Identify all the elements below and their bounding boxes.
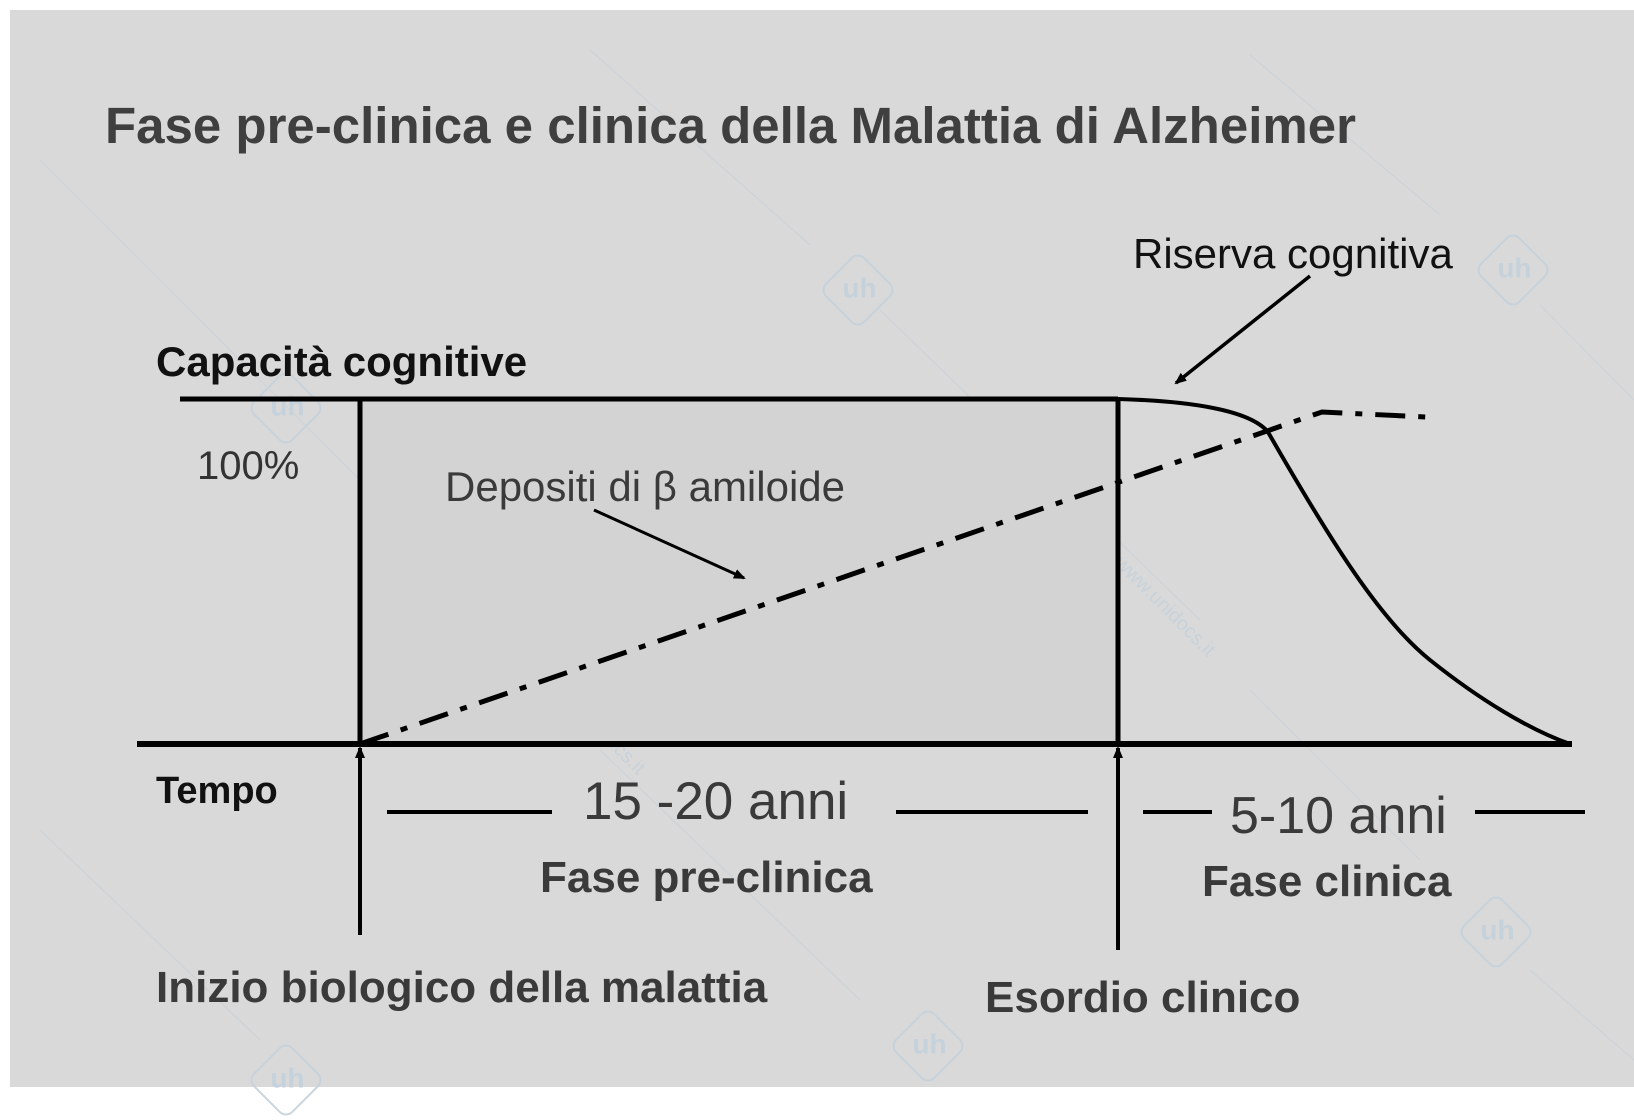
diagram xyxy=(39,49,1634,1061)
cognitive-decline-curve xyxy=(1117,397,1571,746)
cognitive-reserve-label: Riserva cognitiva xyxy=(1133,230,1453,277)
amyloid-deposits-label: Depositi di β amiloide xyxy=(445,463,846,510)
x-axis-label: Tempo xyxy=(156,770,278,812)
y-axis-label: Capacità cognitive xyxy=(156,338,528,385)
preclinical-phase-label: Fase pre-clinica xyxy=(540,853,873,902)
amyloid-deposits-arrow xyxy=(593,508,746,580)
cognitive-reserve-arrow xyxy=(1174,274,1312,385)
preclinical-duration-label: 15 -20 anni xyxy=(583,772,849,831)
amyloid-deposits-line xyxy=(359,409,1427,747)
diagram-title: Fase pre-clinica e clinica della Malatti… xyxy=(105,97,1356,154)
preclinical-area xyxy=(360,399,1118,743)
biological-onset-label: Inizio biologico della malattia xyxy=(156,963,768,1012)
clinical-phase-label: Fase clinica xyxy=(1202,857,1452,906)
clinical-onset-label: Esordio clinico xyxy=(985,973,1301,1022)
level-label: 100% xyxy=(197,444,300,488)
clinical-duration-label: 5-10 anni xyxy=(1230,787,1447,845)
